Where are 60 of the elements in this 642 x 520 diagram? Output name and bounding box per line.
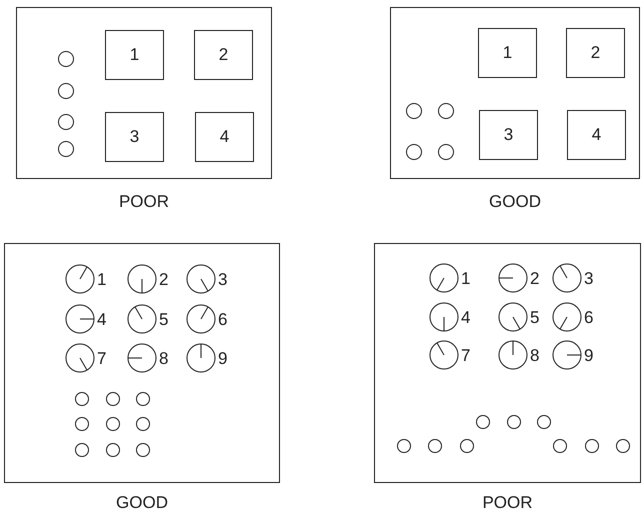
- control-knob: [75, 392, 89, 406]
- display-square: 1: [105, 30, 164, 80]
- dial-number: 1: [97, 270, 106, 288]
- control-knob: [58, 51, 74, 67]
- control-knob: [75, 417, 89, 431]
- control-knob: [585, 439, 599, 453]
- dial-number: 7: [97, 350, 106, 366]
- control-knob: [406, 144, 422, 160]
- dial-number: 8: [530, 346, 540, 364]
- dial-number: 9: [584, 346, 594, 364]
- dial-number: 6: [584, 308, 594, 326]
- control-knob: [553, 439, 567, 453]
- control-knob: [438, 144, 454, 160]
- display-square: 2: [566, 28, 625, 78]
- dial-number: 9: [218, 350, 228, 366]
- display-square: 4: [567, 110, 626, 160]
- control-knob: [136, 443, 150, 457]
- control-knob: [106, 392, 120, 406]
- display-square: 3: [479, 110, 538, 160]
- control-knob: [406, 103, 422, 119]
- control-knob: [106, 417, 120, 431]
- control-panel: [16, 7, 272, 179]
- control-knob: [58, 114, 74, 130]
- control-knob: [58, 83, 74, 99]
- display-square: 2: [194, 30, 253, 80]
- control-knob: [75, 443, 89, 457]
- control-knob: [537, 415, 551, 429]
- control-knob: [507, 415, 521, 429]
- panel-caption: GOOD: [116, 494, 168, 511]
- display-square: 4: [195, 112, 254, 162]
- dial-number: 3: [218, 270, 228, 288]
- control-knob: [136, 392, 150, 406]
- control-knob: [460, 439, 474, 453]
- dial-number: 7: [461, 346, 470, 364]
- dial-number: 1: [461, 270, 470, 286]
- panel-caption: POOR: [118, 193, 170, 210]
- panel-caption: POOR: [482, 494, 533, 511]
- panel-caption: GOOD: [489, 193, 541, 210]
- control-knob: [397, 439, 411, 453]
- control-knob: [136, 417, 150, 431]
- dial-number: 6: [218, 310, 228, 328]
- control-knob: [476, 415, 490, 429]
- dial-number: 4: [461, 308, 470, 326]
- control-panel: [390, 7, 640, 179]
- control-knob: [106, 443, 120, 457]
- dial-number: 2: [159, 270, 168, 288]
- control-knob: [428, 439, 442, 453]
- control-knob: [616, 439, 630, 453]
- dial-number: 8: [159, 350, 168, 366]
- control-knob: [438, 103, 454, 119]
- display-square: 1: [478, 28, 537, 78]
- control-panel: [4, 243, 280, 483]
- control-panel: [374, 243, 641, 483]
- control-knob: [58, 141, 74, 157]
- dial-number: 3: [584, 270, 594, 286]
- dial-number: 5: [530, 308, 540, 326]
- display-square: 3: [105, 112, 164, 162]
- dial-number: 4: [97, 310, 106, 328]
- dial-number: 5: [159, 310, 168, 328]
- dial-number: 2: [530, 270, 540, 286]
